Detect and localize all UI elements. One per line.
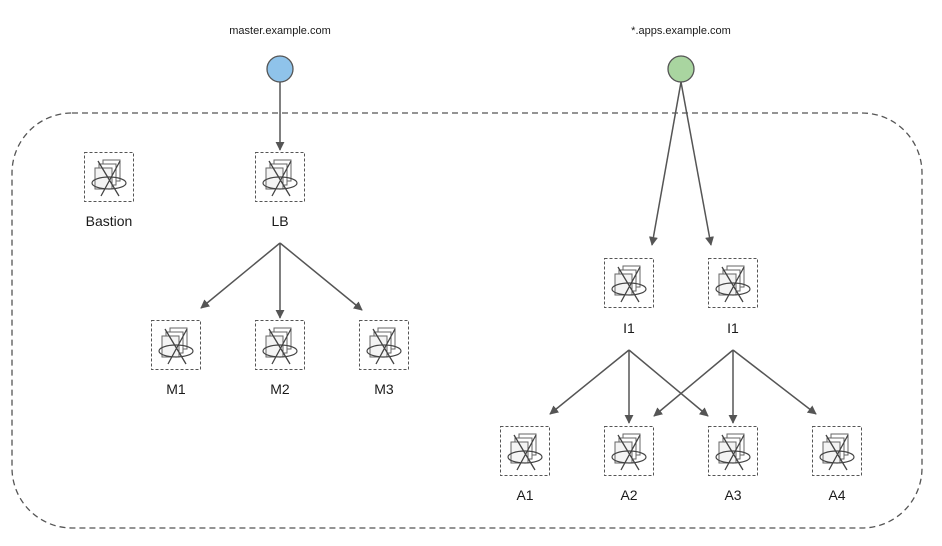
dns-master-circle bbox=[266, 55, 294, 83]
node-m3 bbox=[359, 320, 409, 370]
vm-stack-icon bbox=[255, 320, 305, 370]
cluster-boundary bbox=[11, 112, 923, 529]
dns-apps-circle bbox=[667, 55, 695, 83]
vm-stack-icon bbox=[359, 320, 409, 370]
vm-stack-icon bbox=[604, 426, 654, 476]
node-a2-label: A2 bbox=[620, 487, 638, 503]
node-m2 bbox=[255, 320, 305, 370]
node-m3-label: M3 bbox=[374, 381, 394, 397]
vm-stack-icon bbox=[708, 258, 758, 308]
vm-stack-icon bbox=[255, 152, 305, 202]
arrow-i1b-to-a4 bbox=[732, 349, 817, 415]
vm-stack-icon bbox=[708, 426, 758, 476]
node-a1-label: A1 bbox=[516, 487, 534, 503]
node-a3-label: A3 bbox=[724, 487, 742, 503]
node-bastion-label: Bastion bbox=[85, 213, 133, 229]
vm-stack-icon bbox=[604, 258, 654, 308]
node-a2 bbox=[604, 426, 654, 476]
arrow-lb-to-m3 bbox=[279, 242, 363, 311]
arrow-i1a-to-a1 bbox=[549, 349, 630, 415]
node-i1a bbox=[604, 258, 654, 308]
vm-stack-icon bbox=[812, 426, 862, 476]
node-m2-label: M2 bbox=[270, 381, 290, 397]
vm-stack-icon bbox=[151, 320, 201, 370]
node-m1 bbox=[151, 320, 201, 370]
arrow-apps-to-i1b bbox=[680, 81, 714, 246]
vm-stack-icon bbox=[500, 426, 550, 476]
node-i1b bbox=[708, 258, 758, 308]
arrow-apps-to-i1a bbox=[648, 81, 682, 246]
connection-arrows bbox=[200, 81, 817, 424]
arrow-lb-to-m1 bbox=[200, 242, 281, 309]
dns-master-label: master.example.com bbox=[229, 25, 331, 37]
node-a4-label: A4 bbox=[828, 487, 846, 503]
node-m1-label: M1 bbox=[166, 381, 186, 397]
vm-stack-icon bbox=[84, 152, 134, 202]
node-a3 bbox=[708, 426, 758, 476]
node-a1 bbox=[500, 426, 550, 476]
node-lb bbox=[255, 152, 305, 202]
arrow-i1b-to-a2 bbox=[653, 349, 734, 417]
dns-apps-label: *.apps.example.com bbox=[631, 25, 731, 37]
node-a4 bbox=[812, 426, 862, 476]
node-bastion bbox=[84, 152, 134, 202]
node-i1b-label: I1 bbox=[727, 320, 739, 336]
node-lb-label: LB bbox=[271, 213, 289, 229]
node-i1a-label: I1 bbox=[623, 320, 635, 336]
arrow-i1a-to-a3 bbox=[628, 349, 709, 417]
